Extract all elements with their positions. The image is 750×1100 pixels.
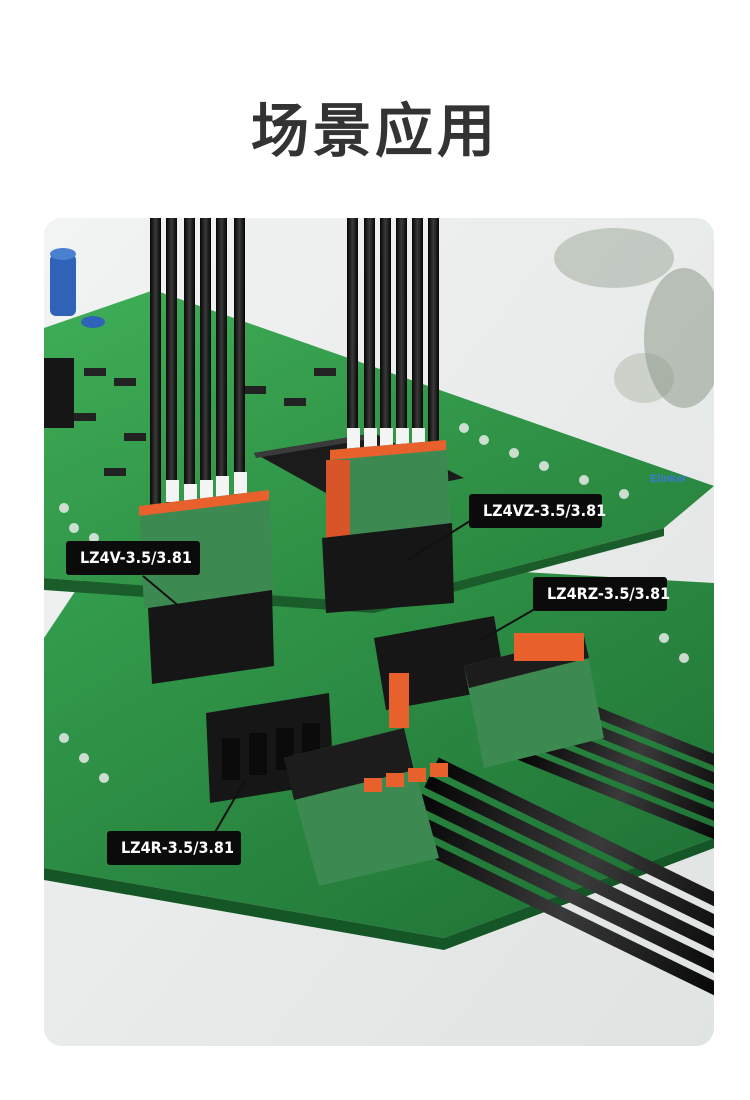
pcb-brand-text: Elinker [650, 473, 687, 485]
connector-lz4v [139, 218, 274, 684]
callout-lz4vz: LZ4VZ-3.5/3.81 [469, 494, 606, 528]
blue-capacitor [50, 254, 76, 316]
callout-lz4rz: LZ4RZ-3.5/3.81 [533, 577, 670, 611]
page-title: 场景应用 [250, 97, 499, 165]
callout-lz4r: LZ4R-3.5/3.81 [107, 831, 241, 865]
product-scene-image: Elinker [44, 218, 714, 1046]
board-component [44, 358, 74, 428]
connector-lz4vz [322, 218, 454, 613]
callout-lz4v: LZ4V-3.5/3.81 [66, 541, 200, 575]
connector-lz4rz [374, 616, 714, 842]
connector-lz4r [206, 693, 714, 999]
